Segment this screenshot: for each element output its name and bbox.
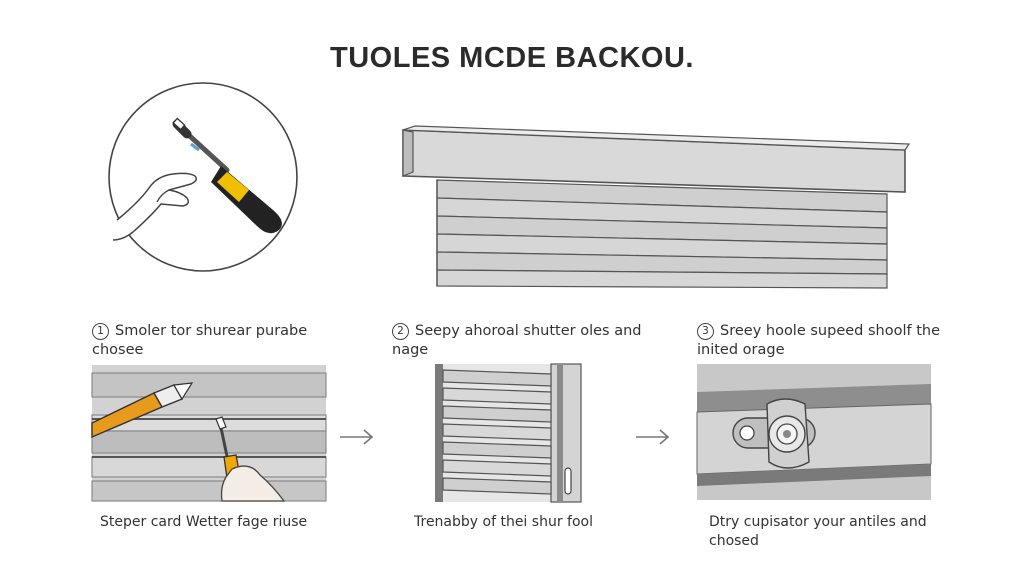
pry-tool-icon [91,382,194,439]
step-2-caption: Trenabby of thei shur fool [414,514,593,530]
step-1-image [91,365,327,502]
arrow-right-icon [636,429,670,445]
step-2-number: 2 [392,323,409,340]
hand-icon [112,172,198,241]
step-2-image [435,363,582,503]
step-1-number: 1 [92,323,109,340]
page-title: TUOLES MCDE BACKOU. [330,42,694,74]
screwdriver-icon [172,117,282,234]
step-3-image [696,364,932,500]
bracket-icon [732,398,816,469]
step-3-number: 3 [697,323,714,340]
step-3-caption: Dtry cupisator your antiles and chosed [709,514,927,549]
hand-screwdriver-illustration [108,82,298,272]
hand-icon [220,465,286,502]
step-1-caption: Steper card Wetter fage riuse [100,514,308,530]
roller-shutter-illustration [402,125,911,289]
arrow-right-icon [340,429,374,445]
